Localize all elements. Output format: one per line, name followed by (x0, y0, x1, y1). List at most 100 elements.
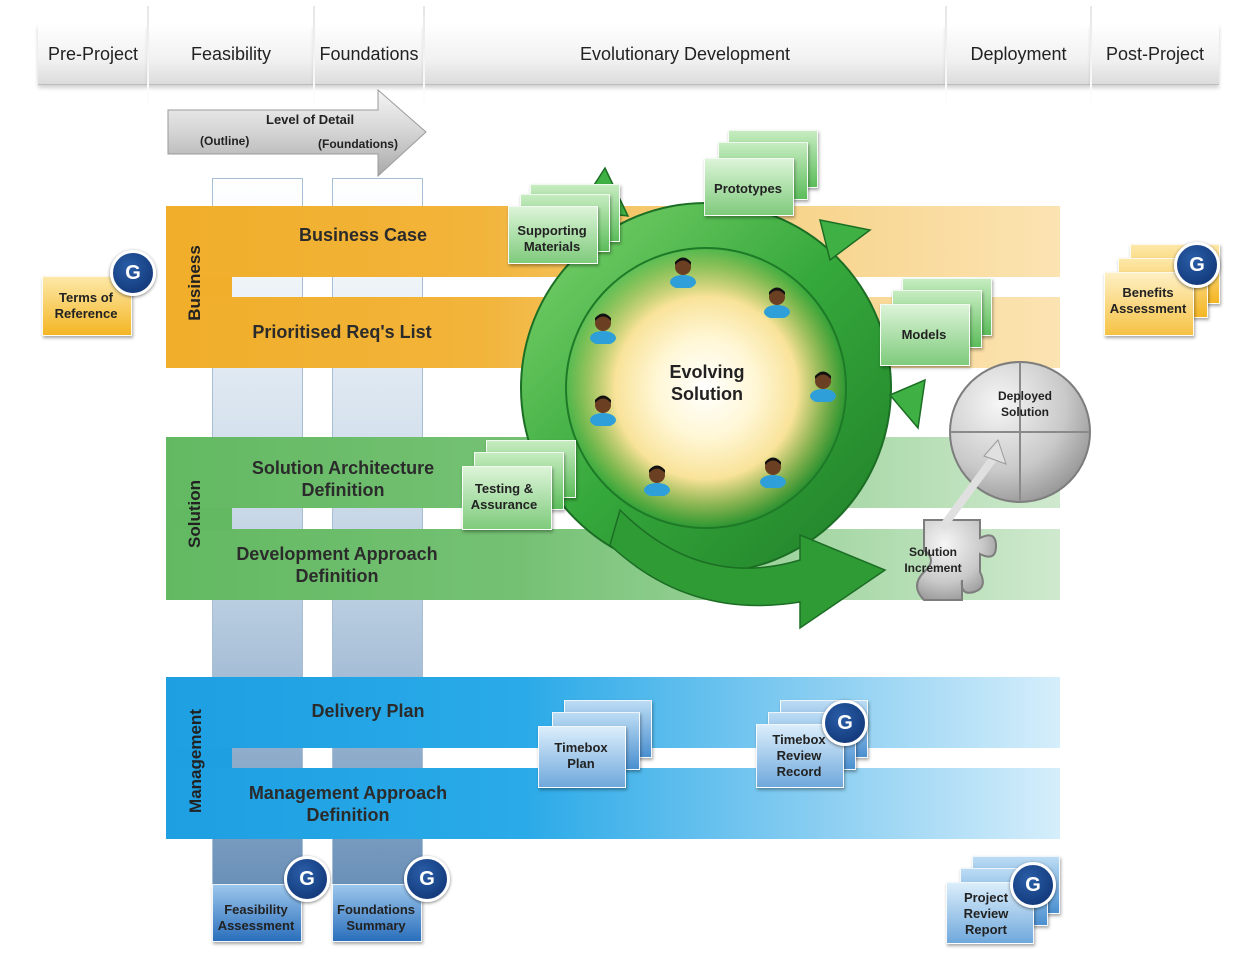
person-icon (644, 465, 670, 496)
person-icon (764, 287, 790, 318)
label-line: Increment (904, 561, 962, 575)
label-line: Definition (295, 566, 379, 586)
label-line: Review (776, 748, 822, 763)
foundations-summary-label: Foundations Summary (332, 902, 420, 934)
label-line: Assessment (217, 918, 295, 933)
phase-divider (1090, 6, 1092, 110)
models-doc (880, 304, 970, 366)
phase-feasibility: Feasibility (148, 24, 314, 85)
label-line: Project (963, 890, 1009, 905)
phase-label: Pre-Project (47, 43, 139, 64)
management-label: Management (186, 709, 205, 813)
solution-increment-label: Solution Increment (898, 544, 968, 576)
detail-foundations-label: (Foundations) (318, 137, 398, 151)
label-line: Solution (909, 545, 957, 559)
person-icon (590, 395, 616, 426)
feasibility-assessment-label: Feasibility Assessment (212, 902, 300, 934)
label-line: Timebox (772, 732, 826, 747)
label-line: Assurance (470, 497, 538, 512)
benefits-assessment-doc (1104, 272, 1194, 336)
label-line: Testing & (474, 481, 534, 496)
label-line: Foundations (337, 902, 415, 917)
label-line: Management Approach (248, 783, 448, 803)
terms-of-reference-label: Terms of Reference (42, 290, 130, 322)
deployed-solution-puzzle (916, 361, 1091, 601)
label-line: Record (776, 764, 822, 779)
label-line: Definition (301, 480, 385, 500)
phase-post-project: Post-Project (1091, 24, 1219, 85)
label-line: Benefits (1122, 285, 1174, 300)
gate-badge-icon: G (110, 250, 156, 296)
label-line: Development Approach (236, 544, 438, 564)
benefits-assessment-label: Benefits Assessment (1104, 285, 1192, 317)
detail-outline-label: (Outline) (200, 134, 250, 148)
label-line: Solution Architecture (251, 458, 435, 478)
label-line: Summary (346, 918, 406, 933)
deployed-solution-label: Deployed Solution (986, 388, 1064, 420)
phase-deployment: Deployment (946, 24, 1091, 85)
phase-foundations: Foundations (314, 24, 424, 85)
label-line: Terms of (59, 290, 113, 305)
phase-label: Feasibility (190, 43, 272, 64)
person-icon (760, 457, 786, 488)
timebox-plan-label: Timebox Plan (538, 740, 624, 772)
person-icon (810, 371, 836, 402)
phase-divider (147, 6, 149, 110)
label-line: Report (965, 922, 1007, 937)
gate-badge-icon: G (1174, 242, 1220, 288)
phase-evolutionary-development: Evolutionary Development (424, 24, 946, 85)
solution-label: Solution (185, 480, 204, 548)
person-icon (670, 257, 696, 288)
testing-assurance-doc (462, 466, 552, 530)
label-line: Review (963, 906, 1009, 921)
solution-architecture-label: Solution Architecture Definition (230, 457, 456, 501)
supporting-materials-doc (508, 206, 598, 264)
prototypes-doc (704, 158, 794, 216)
supporting-materials-label: Supporting Materials (508, 223, 596, 255)
management-band-join (166, 748, 232, 768)
gate-badge-icon: G (822, 700, 868, 746)
development-approach-label: Development Approach Definition (222, 543, 452, 587)
delivery-plan-label: Delivery Plan (311, 701, 425, 721)
label-line: Definition (306, 805, 390, 825)
phase-label: Deployment (970, 43, 1067, 64)
label-line: Supporting (517, 223, 587, 238)
phase-divider (313, 6, 315, 110)
level-of-detail-arrow (167, 88, 427, 178)
business-case-label: Business Case (298, 225, 428, 245)
label-line: Evolving (669, 362, 745, 382)
gate-badge-icon: G (284, 856, 330, 902)
label-line: Reference (54, 306, 118, 321)
prioritised-reqs-label: Prioritised Req's List (252, 322, 432, 342)
label-line: Materials (523, 239, 581, 254)
timebox-review-record-label: Timebox Review Record (756, 732, 842, 780)
label-line: Solution (1001, 405, 1049, 419)
business-label: Business (185, 245, 204, 321)
phase-label: Foundations (319, 43, 419, 64)
models-label: Models (901, 327, 947, 342)
phase-label: Post-Project (1105, 43, 1205, 64)
gate-badge-icon: G (1010, 862, 1056, 908)
phase-divider (423, 6, 425, 110)
label-line: Feasibility (224, 902, 288, 917)
solution-band-join (166, 508, 232, 529)
evolving-solution-label: Evolving Solution (640, 361, 774, 405)
timebox-plan-doc (538, 726, 626, 788)
testing-assurance-label: Testing & Assurance (458, 481, 550, 513)
person-icon (590, 313, 616, 344)
detail-title: Level of Detail (266, 112, 355, 127)
terms-of-reference-doc (42, 276, 132, 336)
label-line: Solution (671, 384, 743, 404)
label-line: Timebox (554, 740, 608, 755)
prototypes-label: Prototypes (714, 181, 782, 196)
label-line: Assessment (1109, 301, 1187, 316)
management-approach-label: Management Approach Definition (234, 782, 462, 826)
project-review-report-label: Project Review Report (940, 890, 1032, 938)
foundations-summary-doc (332, 884, 422, 942)
label-line: Plan (567, 756, 595, 771)
evolving-cycle-graphic (520, 166, 926, 630)
business-band-join (166, 277, 232, 297)
phase-pre-project: Pre-Project (38, 24, 148, 85)
phase-label: Evolutionary Development (579, 43, 791, 64)
